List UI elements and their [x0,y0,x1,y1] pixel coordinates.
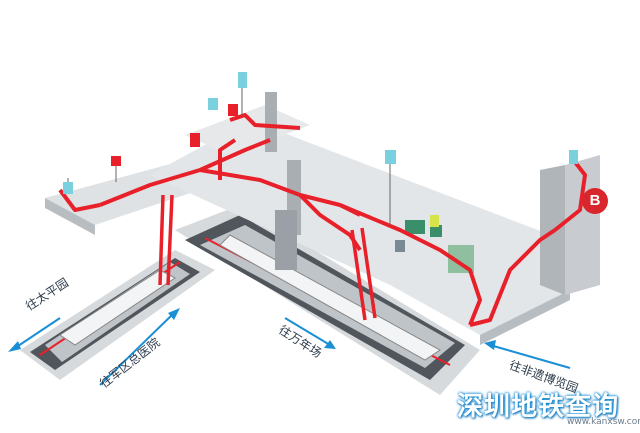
sign-posts [63,72,578,227]
route-lines [58,113,587,327]
right-tower [540,155,600,295]
concourse-upper [185,105,310,155]
vertical-connectors [158,194,377,321]
exit-badge: B [582,188,608,214]
equipment-blocks [395,220,474,273]
watermark-url: www.kanxsw.com [567,417,640,427]
direction-arrows [8,308,571,386]
concourse-main [150,120,590,345]
watermark: 深圳地铁查询 www.kanxsw.com [455,386,640,433]
pillars [265,92,301,270]
watermark-title: 深圳地铁查询 [457,392,620,422]
